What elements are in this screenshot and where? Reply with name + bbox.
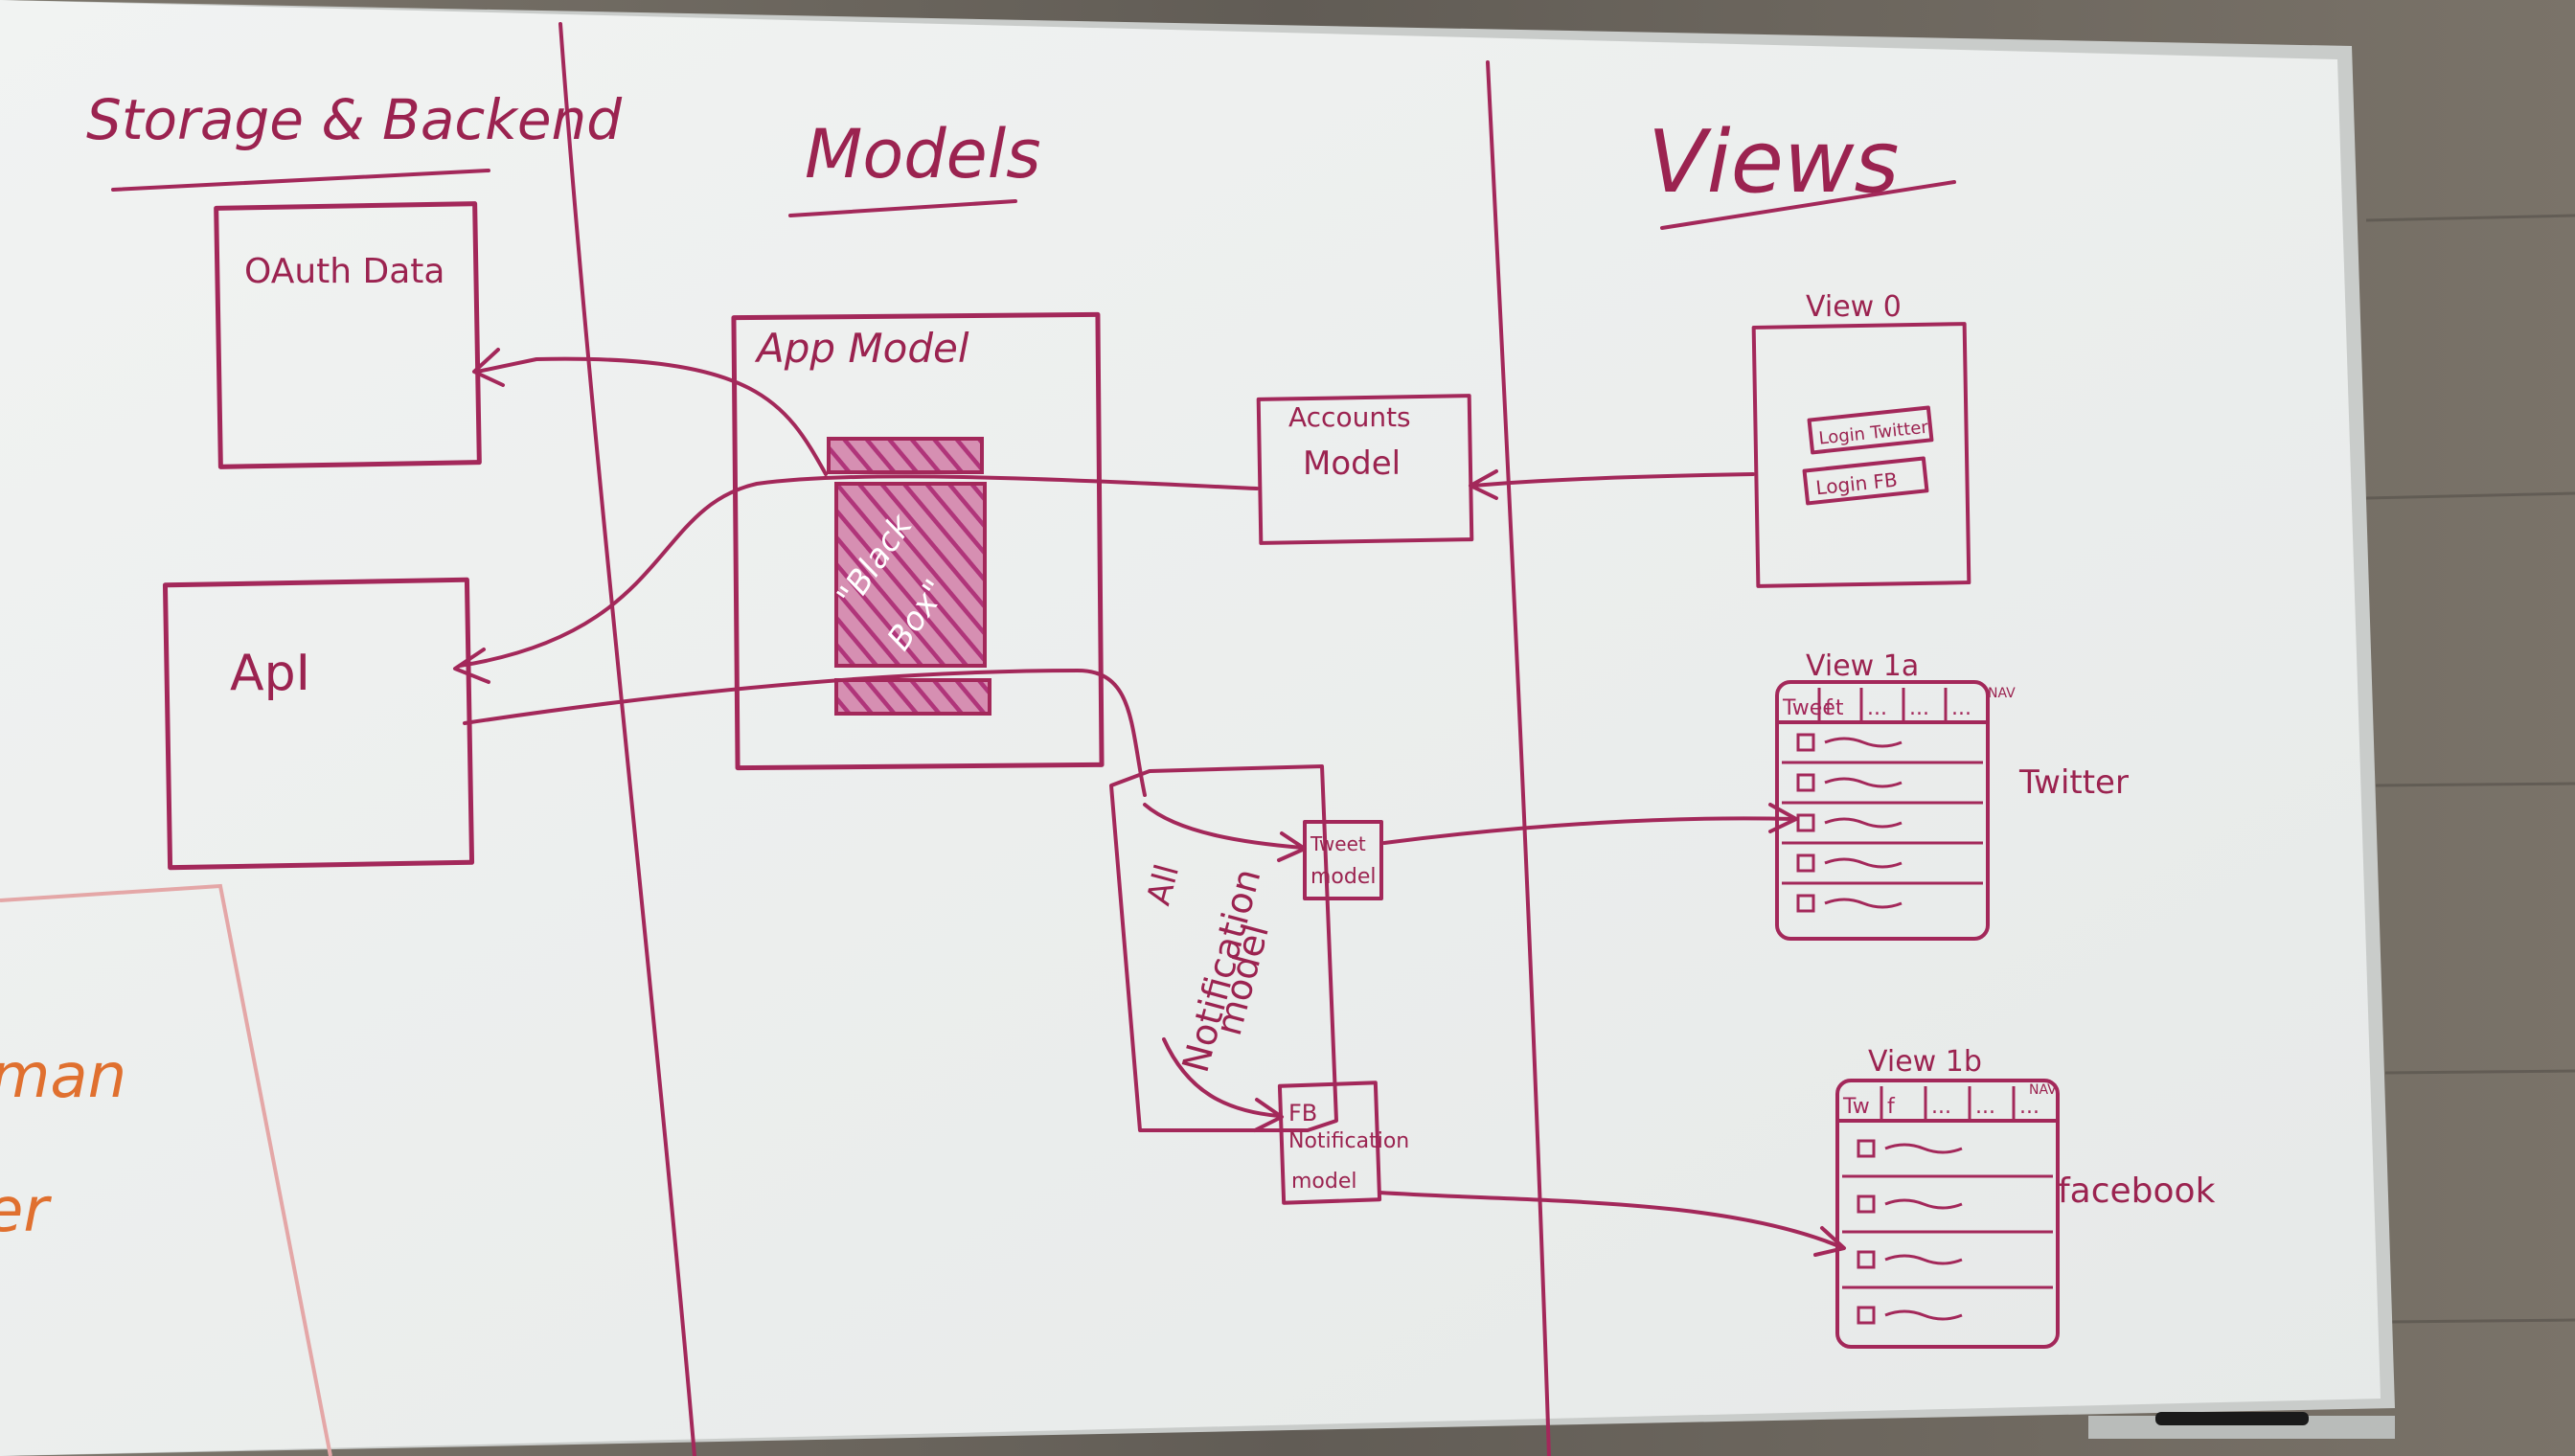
view1a-tab-1: f — [1825, 696, 1834, 720]
arrow-tweet-to-view1a — [1382, 816, 1795, 845]
api-label: ApI — [230, 645, 310, 702]
view1b-title: View 1b — [1868, 1045, 1982, 1079]
view1b-row-checkbox — [1857, 1306, 1876, 1325]
heading-models-underline — [788, 199, 1017, 217]
wall-texture — [2365, 214, 2575, 1324]
edge-fragment-2: er — [0, 1175, 52, 1246]
hatch-band-bottom — [834, 678, 991, 716]
tweet-model-label-1: Tweet — [1310, 832, 1366, 855]
oauth-data-box — [214, 201, 482, 469]
arrow-all-notif-to-tweet — [1143, 803, 1305, 850]
view1b-row-checkbox — [1857, 1250, 1876, 1269]
arrowhead-api — [453, 648, 490, 684]
view1a-row-checkbox — [1796, 853, 1815, 873]
oauth-data-label: OAuth Data — [244, 252, 444, 291]
view1b-tab-0: Tw — [1842, 1095, 1870, 1119]
accounts-model-label-1: Accounts — [1288, 401, 1411, 433]
marker — [2155, 1412, 2309, 1425]
view1a-row-checkbox — [1796, 773, 1815, 792]
view1a-side-label: Twitter — [2018, 763, 2129, 802]
app-model-label: App Model — [754, 325, 969, 372]
arrowhead-tweet — [1277, 831, 1307, 862]
heading-models: Models — [805, 115, 1041, 193]
view1b-tab-4: ... — [2019, 1095, 2039, 1119]
all-notification-model-outline — [1109, 764, 1338, 1132]
arrowhead-view1b — [1813, 1226, 1846, 1257]
view1b-row-checkbox — [1857, 1194, 1876, 1214]
view1a-row-text — [1824, 898, 1903, 909]
fb-notification-label-1: FB — [1288, 1100, 1317, 1126]
view1b-row-checkbox — [1857, 1139, 1876, 1158]
view1b-tab-1: f — [1887, 1095, 1896, 1119]
view1b-row-text — [1884, 1309, 1963, 1321]
view1a-tab-4: ... — [1951, 696, 1971, 720]
edge-fragment-1: man — [0, 1041, 126, 1112]
app-model-box — [731, 311, 1105, 771]
view1b-tab-3: ... — [1975, 1095, 1995, 1119]
heading-storage-backend: Storage & Backend — [86, 87, 623, 152]
view1a-tab-3: ... — [1909, 696, 1929, 720]
view1a-tab-2: ... — [1867, 696, 1887, 720]
view1b-row-text — [1884, 1254, 1963, 1265]
arrowhead-accounts — [1469, 469, 1498, 500]
line-api-to-app-model — [463, 669, 1147, 797]
view1a-title: View 1a — [1806, 649, 1919, 683]
view1a-row-checkbox — [1796, 813, 1815, 832]
view1b-frame — [1835, 1079, 2060, 1349]
view1b-row-text — [1884, 1143, 1963, 1154]
fb-notification-label-2: Notification — [1288, 1129, 1409, 1153]
arrowhead-fb — [1253, 1098, 1284, 1132]
view1a-row-checkbox — [1796, 733, 1815, 752]
view1a-nav-label: NAV — [1988, 686, 2016, 701]
view1a-row-text — [1824, 857, 1903, 869]
view1a-row-text — [1824, 817, 1903, 829]
view1b-row-text — [1884, 1198, 1963, 1210]
arrow-view0-to-accounts — [1471, 472, 1755, 488]
arrow-all-notif-to-fb — [1162, 1037, 1281, 1118]
view1b-list — [1842, 1139, 2053, 1325]
view1a-list — [1782, 733, 1983, 913]
view0-title: View 0 — [1806, 290, 1902, 324]
view1a-row-checkbox — [1796, 894, 1815, 913]
arrowhead-oauth — [472, 348, 505, 387]
arrowhead-view1a — [1768, 803, 1798, 833]
view1a-tab-0: Tweet — [1782, 696, 1844, 720]
view0-frame — [1751, 322, 1971, 588]
divider-line-2 — [1486, 60, 1551, 1456]
accounts-model-label-2: Model — [1303, 444, 1401, 483]
heading-storage-underline — [111, 169, 490, 192]
view0-login-fb-button — [1802, 456, 1929, 506]
fb-notification-label-3: model — [1291, 1170, 1357, 1194]
view0-login-twitter-button — [1807, 405, 1934, 455]
hatch-band-top — [827, 437, 984, 474]
heading-views-underline — [1660, 180, 1956, 230]
accounts-model-box — [1256, 394, 1474, 545]
view1b-tab-2: ... — [1931, 1095, 1951, 1119]
arrow-fb-to-view1b — [1378, 1191, 1843, 1249]
divider-line-1 — [558, 22, 696, 1456]
view1b-side-label: facebook — [2058, 1172, 2216, 1211]
view1a-row-text — [1824, 737, 1903, 748]
fb-notification-model-box — [1277, 1081, 1382, 1205]
arrow-app-model-to-oauth — [475, 356, 828, 476]
view1a-tab-bar: Tweetf......... — [1777, 688, 1988, 724]
black-box — [834, 482, 987, 668]
tweet-model-box — [1303, 820, 1383, 900]
faded-box-outline — [0, 883, 332, 1456]
whiteboard-surface — [0, 0, 2381, 1456]
view1b-nav-label: NAV — [2029, 1082, 2057, 1098]
view1a-row-text — [1824, 777, 1903, 788]
tweet-model-label-2: model — [1310, 865, 1377, 889]
line-accounts-to-api — [458, 474, 1259, 668]
